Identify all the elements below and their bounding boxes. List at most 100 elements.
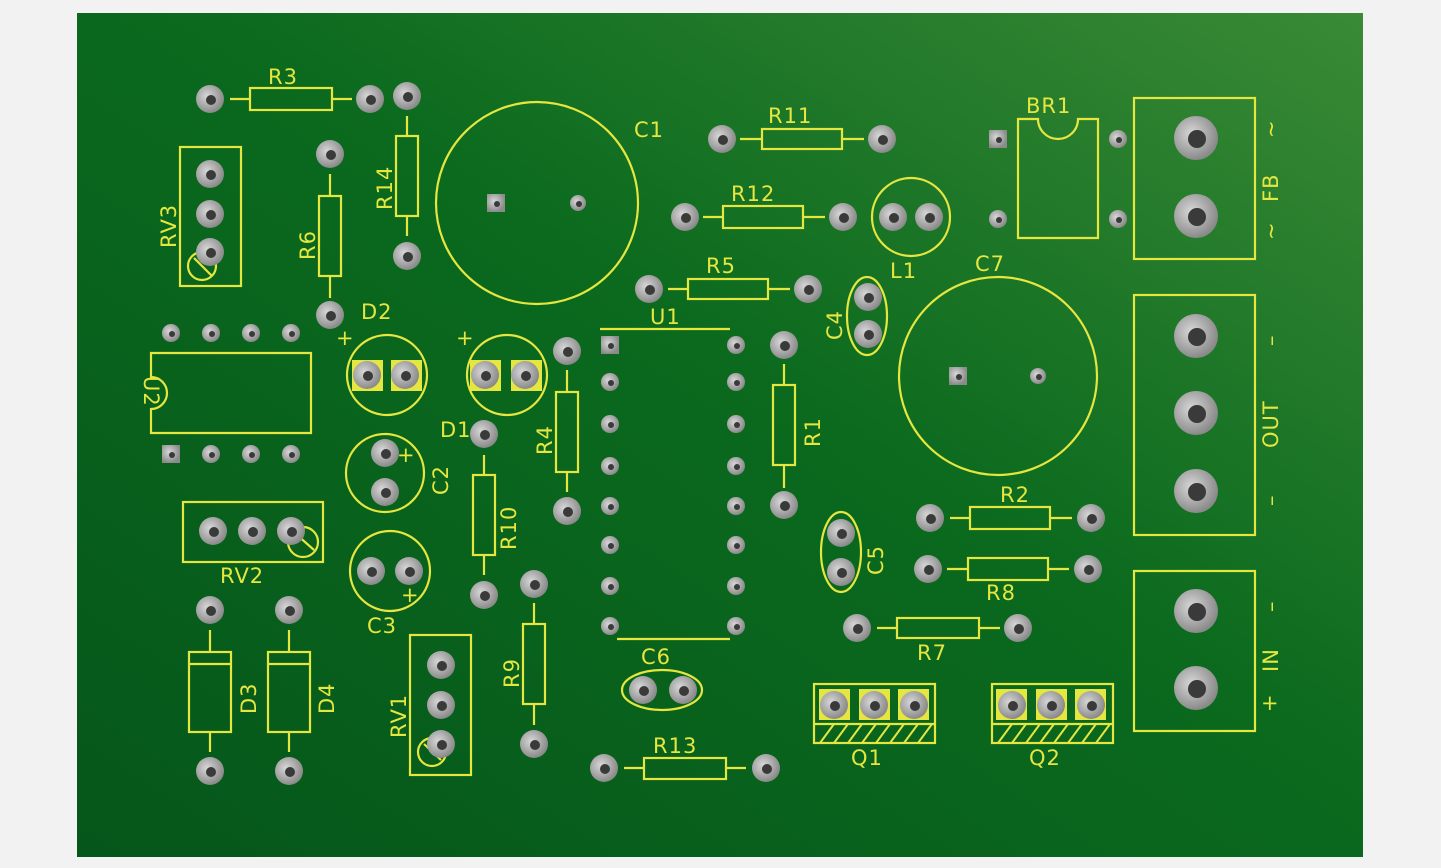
label-OUT: OUT	[1259, 400, 1283, 448]
pad-hole	[1188, 483, 1206, 501]
label-Q2: Q2	[1029, 746, 1061, 770]
label-R5: R5	[706, 254, 736, 278]
pad-hole	[889, 213, 899, 223]
pad-hole	[363, 371, 373, 381]
label-C5: C5	[864, 545, 888, 575]
pad-hole	[734, 543, 740, 549]
pad-hole	[956, 374, 962, 380]
pad-hole	[209, 527, 219, 537]
pad-hole	[206, 170, 216, 180]
pad-hole	[248, 527, 258, 537]
label-R2: R2	[1000, 483, 1030, 507]
pad-hole	[1087, 701, 1097, 711]
pad-hole	[734, 380, 740, 386]
label-D3: D3	[237, 682, 261, 714]
pad-hole	[608, 422, 614, 428]
pad-hole	[996, 137, 1002, 143]
pad-hole	[289, 452, 295, 458]
pad-hole	[1087, 514, 1097, 524]
label-C3: C3	[367, 614, 397, 638]
label-FB: FB	[1259, 174, 1283, 203]
pads	[162, 82, 1218, 785]
label-RV2: RV2	[220, 564, 264, 588]
pad-hole	[608, 584, 614, 590]
pad-hole	[870, 701, 880, 711]
pad-hole	[645, 285, 655, 295]
label-R7: R7	[917, 641, 947, 665]
pad-hole	[563, 507, 573, 517]
pad-hole	[780, 341, 790, 351]
label-L1: L1	[890, 259, 917, 283]
pad-hole	[403, 252, 413, 262]
pad-hole	[780, 501, 790, 511]
pad-hole	[401, 371, 411, 381]
label-R6: R6	[296, 230, 320, 260]
label-D4: D4	[315, 682, 339, 714]
pad-hole	[1188, 680, 1206, 698]
pad-hole	[521, 371, 531, 381]
pad-hole	[679, 686, 689, 696]
pad-hole	[209, 452, 215, 458]
pad-hole	[734, 504, 740, 510]
pad-hole	[480, 591, 490, 601]
pad-hole	[437, 701, 447, 711]
pad-hole	[925, 213, 935, 223]
label-C2: C2	[429, 465, 453, 495]
pad-hole	[206, 606, 216, 616]
label-U2: U2	[139, 376, 163, 407]
pad-hole	[576, 201, 582, 207]
label-D2-plus: +	[336, 326, 355, 350]
pad-hole	[734, 343, 740, 349]
pad-hole	[608, 343, 614, 349]
label-R1: R1	[801, 417, 825, 447]
pad-hole	[326, 150, 336, 160]
pad-hole	[804, 285, 814, 295]
pad-hole	[837, 529, 847, 539]
label-C1: C1	[634, 118, 664, 142]
pad-hole	[864, 330, 874, 340]
label-R9: R9	[500, 658, 524, 688]
label-R14: R14	[373, 166, 397, 210]
label-IN-minus: –	[1259, 601, 1283, 613]
label-R13: R13	[653, 734, 697, 758]
label-OUT-minus1: –	[1259, 335, 1283, 347]
label-R8: R8	[986, 581, 1016, 605]
label-IN-plus: +	[1261, 691, 1280, 715]
pad-hole	[563, 347, 573, 357]
pad-hole	[206, 210, 216, 220]
pad-hole	[1008, 701, 1018, 711]
pad-hole	[734, 464, 740, 470]
pad-hole	[639, 686, 649, 696]
pad-hole	[405, 567, 415, 577]
pad-hole	[1036, 374, 1042, 380]
pad-hole	[734, 422, 740, 428]
pad-hole	[287, 527, 297, 537]
label-FB-ac2: ~	[1259, 221, 1283, 240]
pad-hole	[608, 380, 614, 386]
label-RV3: RV3	[157, 204, 181, 248]
pad-hole	[1047, 701, 1057, 711]
label-Q1: Q1	[851, 746, 883, 770]
pad-hole	[608, 464, 614, 470]
pad-hole	[367, 567, 377, 577]
pad-hole	[864, 293, 874, 303]
pad-hole	[762, 764, 772, 774]
pad-hole	[481, 371, 491, 381]
pad-hole	[249, 331, 255, 337]
label-FB-ac1: ~	[1259, 119, 1283, 138]
pad-hole	[1014, 624, 1024, 634]
pad-hole	[1084, 565, 1094, 575]
label-R3: R3	[268, 65, 298, 89]
pad-hole	[837, 568, 847, 578]
pad-hole	[878, 135, 888, 145]
label-C7: C7	[975, 252, 1005, 276]
pad-hole	[403, 92, 413, 102]
pad-hole	[381, 488, 391, 498]
pcb-board: R3 R14 RV3 R6 C1 R11 BR1 R12 L1 FB ~ ~ C…	[77, 13, 1363, 857]
pad-hole	[530, 740, 540, 750]
pad-hole	[169, 452, 175, 458]
pad-hole	[381, 449, 391, 459]
pad-hole	[169, 331, 175, 337]
label-D2: D2	[361, 300, 393, 324]
pad-hole	[366, 95, 376, 105]
